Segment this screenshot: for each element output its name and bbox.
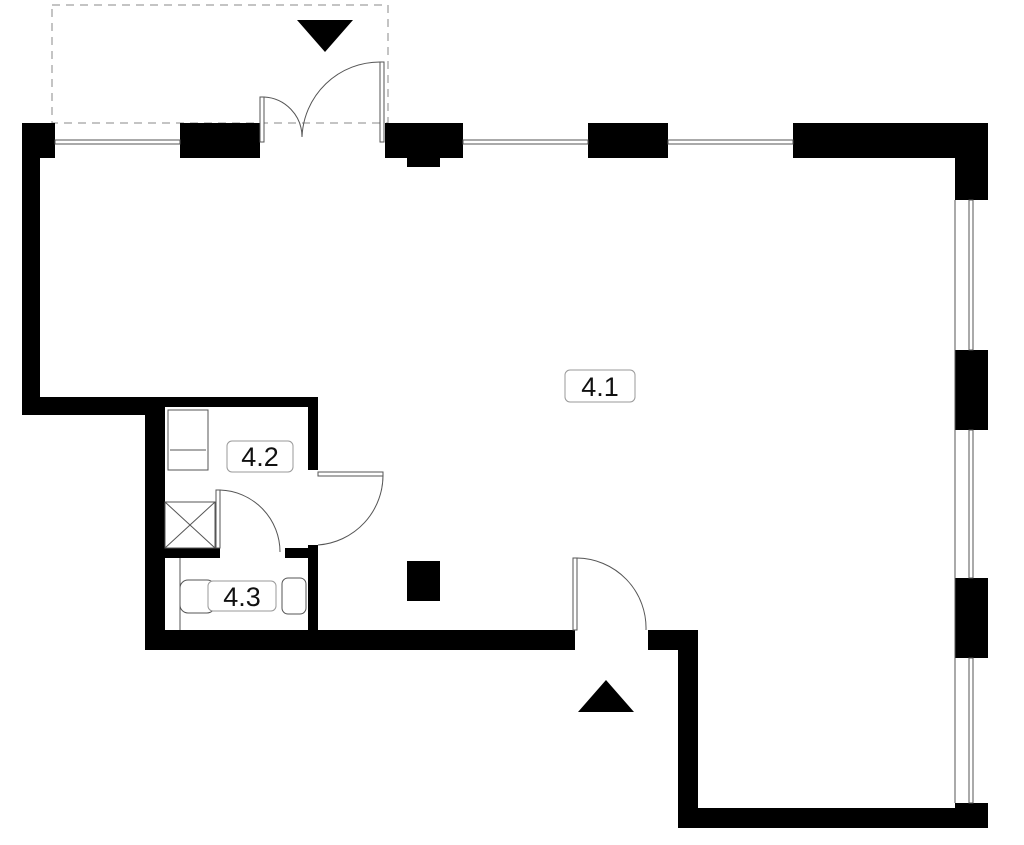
room-4-3-label: 4.3 [223, 582, 261, 612]
shower-icon [164, 501, 216, 549]
sink-icon [281, 577, 307, 615]
windows [54, 139, 974, 804]
room-label-4-2: 4.2 [226, 440, 294, 473]
room-4-1-label: 4.1 [581, 372, 619, 402]
room-label-4-3: 4.3 [207, 580, 277, 612]
entrance-arrow-top-icon [297, 20, 353, 52]
doors [215, 61, 647, 631]
room-label-4-1: 4.1 [564, 369, 636, 403]
walls [22, 123, 988, 828]
washer-icon [167, 409, 209, 471]
fixtures [164, 409, 307, 630]
room-4-2-label: 4.2 [241, 442, 279, 472]
column [407, 561, 440, 601]
entrance-arrow-bottom-icon [578, 680, 634, 712]
